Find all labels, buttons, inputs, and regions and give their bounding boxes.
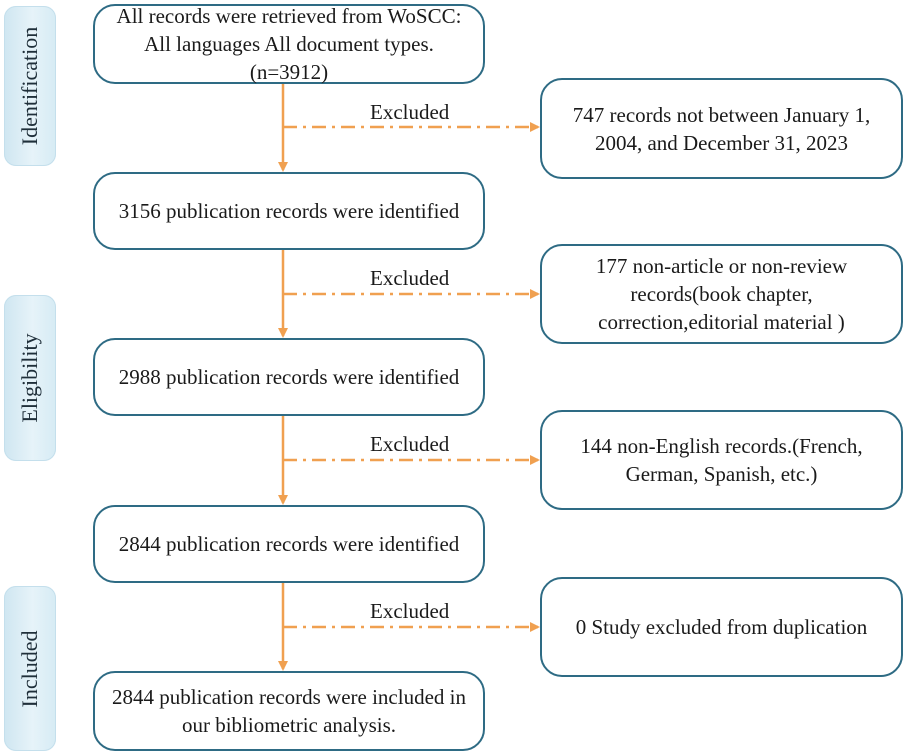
records-included-box: 2844 publication records were included i… <box>93 671 485 751</box>
excluded-label-1: Excluded <box>370 100 450 124</box>
stage-eligibility: Eligibility <box>4 295 56 461</box>
exclusion-doctype-text: 177 non-article or non-review records(bo… <box>595 254 848 334</box>
exclusion-language-text: 144 non-English records.(French, German,… <box>580 434 863 486</box>
records-identified-text-1: 3156 publication records were identified <box>118 199 460 223</box>
records-identified-text-2: 2988 publication records were identified <box>118 365 460 389</box>
records-identified-box-1: 3156 publication records were identified <box>93 172 485 250</box>
stage-identification: Identification <box>4 6 56 166</box>
exclusion-date-text: 747 records not between January 1, 2004,… <box>572 102 871 155</box>
exclusion-date-box: 747 records not between January 1, 2004,… <box>540 78 903 179</box>
exclusion-duplication-text: 0 Study excluded from duplication <box>575 615 868 639</box>
exclusion-doctype-box: 177 non-article or non-review records(bo… <box>540 244 903 344</box>
excluded-label-2: Excluded <box>370 266 450 290</box>
stage-identification-label: Identification <box>17 26 42 146</box>
records-included-text: 2844 publication records were included i… <box>112 685 466 737</box>
exclusion-language-box: 144 non-English records.(French, German,… <box>540 410 903 510</box>
exclusion-duplication-box: 0 Study excluded from duplication <box>540 577 903 677</box>
stage-included-label: Included <box>17 630 42 707</box>
records-identified-box-2: 2988 publication records were identified <box>93 338 485 416</box>
excluded-label-3: Excluded <box>370 432 450 456</box>
excluded-label-4: Excluded <box>370 599 450 623</box>
stage-eligibility-label: Eligibility <box>17 333 42 423</box>
records-retrieved-text: All records were retrieved from WoSCC: A… <box>116 4 462 84</box>
records-retrieved-box: All records were retrieved from WoSCC: A… <box>93 4 485 84</box>
records-identified-box-3: 2844 publication records were identified <box>93 505 485 583</box>
records-identified-text-3: 2844 publication records were identified <box>118 532 460 556</box>
stage-included: Included <box>4 586 56 751</box>
